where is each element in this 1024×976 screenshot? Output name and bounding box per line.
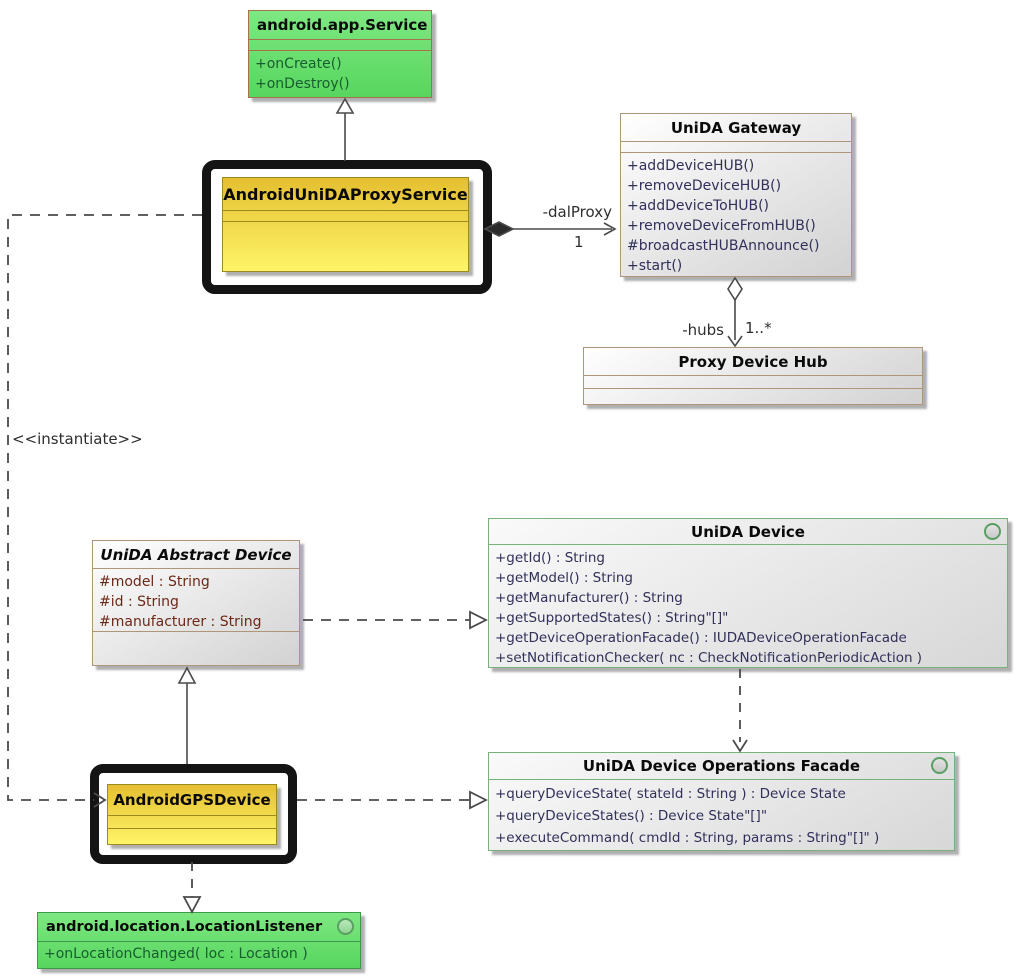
- class-title: android.app.Service: [249, 11, 431, 40]
- method: +getSupportedStates() : String"[]": [495, 610, 729, 626]
- method: +onDestroy(): [255, 76, 350, 92]
- attributes-compartment: #model : String #id : String #manufactur…: [93, 569, 299, 632]
- class-title: AndroidGPSDevice: [108, 785, 276, 816]
- class-android-app-service: android.app.Service +onCreate() +onDestr…: [248, 10, 432, 98]
- method: +getDeviceOperationFacade() : IUDADevice…: [495, 630, 907, 646]
- method: +onCreate(): [255, 56, 342, 72]
- interface-icon: [337, 918, 354, 935]
- class-proxy-device-hub: Proxy Device Hub: [583, 347, 923, 405]
- methods-compartment: [584, 389, 922, 402]
- edge-gpsdevice-realizes-facade: [297, 790, 489, 810]
- method: +setNotificationChecker( nc : CheckNotif…: [495, 650, 923, 666]
- methods-compartment: [93, 632, 299, 664]
- methods-compartment: +onLocationChanged( loc : Location ): [38, 942, 360, 968]
- method: +getModel() : String: [495, 570, 633, 586]
- class-title-text: UniDA Device Operations Facade: [582, 757, 861, 775]
- interface-icon: [931, 757, 948, 774]
- class-unida-device: UniDA Device +getId() : String +getModel…: [488, 518, 1008, 668]
- method: +getManufacturer() : String: [495, 590, 683, 606]
- methods-compartment: +queryDeviceState( stateId : String ) : …: [489, 780, 954, 850]
- interface-icon: [984, 523, 1001, 540]
- class-android-location-locationlistener: android.location.LocationListener +onLoc…: [37, 912, 361, 969]
- attributes-compartment: [584, 376, 922, 389]
- class-title: UniDA Device Operations Facade: [489, 753, 954, 780]
- methods-compartment: +onCreate() +onDestroy(): [249, 51, 431, 96]
- methods-compartment: +addDeviceHUB() +removeDeviceHUB() +addD…: [621, 153, 851, 275]
- method: +start(): [627, 258, 683, 274]
- edge-proxyservice-instantiates-gpsdevice: [7, 214, 202, 808]
- class-title: AndroidUniDAProxyService: [223, 178, 468, 211]
- attributes-compartment: [621, 142, 851, 153]
- method: +addDeviceHUB(): [627, 158, 755, 174]
- edge-gateway-hubs-proxyhub: [727, 276, 743, 348]
- method: +queryDeviceStates() : Device State"[]": [495, 808, 768, 824]
- class-android-unida-proxy-service: AndroidUniDAProxyService: [222, 177, 469, 272]
- edge-gpsdevice-realizes-locationlistener: [182, 862, 202, 914]
- method: #broadcastHUBAnnounce(): [627, 238, 820, 254]
- method: +removeDeviceFromHUB(): [627, 218, 816, 234]
- edge-gpsdevice-extends-abstractdevice: [177, 666, 197, 764]
- attributes-compartment: [223, 211, 468, 222]
- class-unida-device-operations-facade: UniDA Device Operations Facade +queryDev…: [488, 752, 955, 851]
- class-title: UniDA Abstract Device: [93, 541, 299, 569]
- class-android-gps-device: AndroidGPSDevice: [107, 784, 277, 845]
- class-unida-gateway: UniDA Gateway +addDeviceHUB() +removeDev…: [620, 113, 852, 277]
- class-title: UniDA Device: [489, 519, 1007, 545]
- edge-label-dalproxy: -dalProxy: [542, 203, 612, 221]
- attribute: #manufacturer : String: [99, 614, 262, 630]
- class-unida-abstract-device: UniDA Abstract Device #model : String #i…: [92, 540, 300, 666]
- attribute: #model : String: [99, 574, 210, 590]
- edge-label-instantiate: <<instantiate>>: [12, 430, 143, 448]
- method: +getId() : String: [495, 550, 605, 566]
- method: +queryDeviceState( stateId : String ) : …: [495, 786, 846, 802]
- class-title: Proxy Device Hub: [584, 348, 922, 376]
- method: +addDeviceToHUB(): [627, 198, 770, 214]
- methods-compartment: +getId() : String +getModel() : String +…: [489, 545, 1007, 667]
- class-title-text: android.location.LocationListener: [46, 919, 323, 935]
- edge-abstractdevice-realizes-unidadevice: [303, 610, 489, 630]
- edge-label-dalproxy-multiplicity: 1: [574, 233, 584, 251]
- class-title-text: UniDA Device: [691, 522, 805, 541]
- edge-label-hubs-multiplicity: 1..*: [745, 319, 772, 337]
- attribute: #id : String: [99, 594, 179, 610]
- methods-compartment: [108, 829, 276, 842]
- attributes-compartment: [249, 40, 431, 51]
- edge-proxyservice-extends-service: [335, 97, 355, 161]
- edge-unidadevice-depends-facade: [732, 669, 748, 753]
- method: +executeCommand( cmdId : String, params …: [495, 830, 880, 846]
- method: +onLocationChanged( loc : Location ): [44, 946, 308, 962]
- attributes-compartment: [108, 816, 276, 829]
- method: +removeDeviceHUB(): [627, 178, 782, 194]
- class-title: android.location.LocationListener: [38, 913, 360, 942]
- class-title: UniDA Gateway: [621, 114, 851, 142]
- edge-label-hubs: -hubs: [682, 321, 724, 339]
- edge-proxyservice-dalproxy-gateway: [483, 221, 617, 237]
- methods-compartment: [223, 222, 468, 270]
